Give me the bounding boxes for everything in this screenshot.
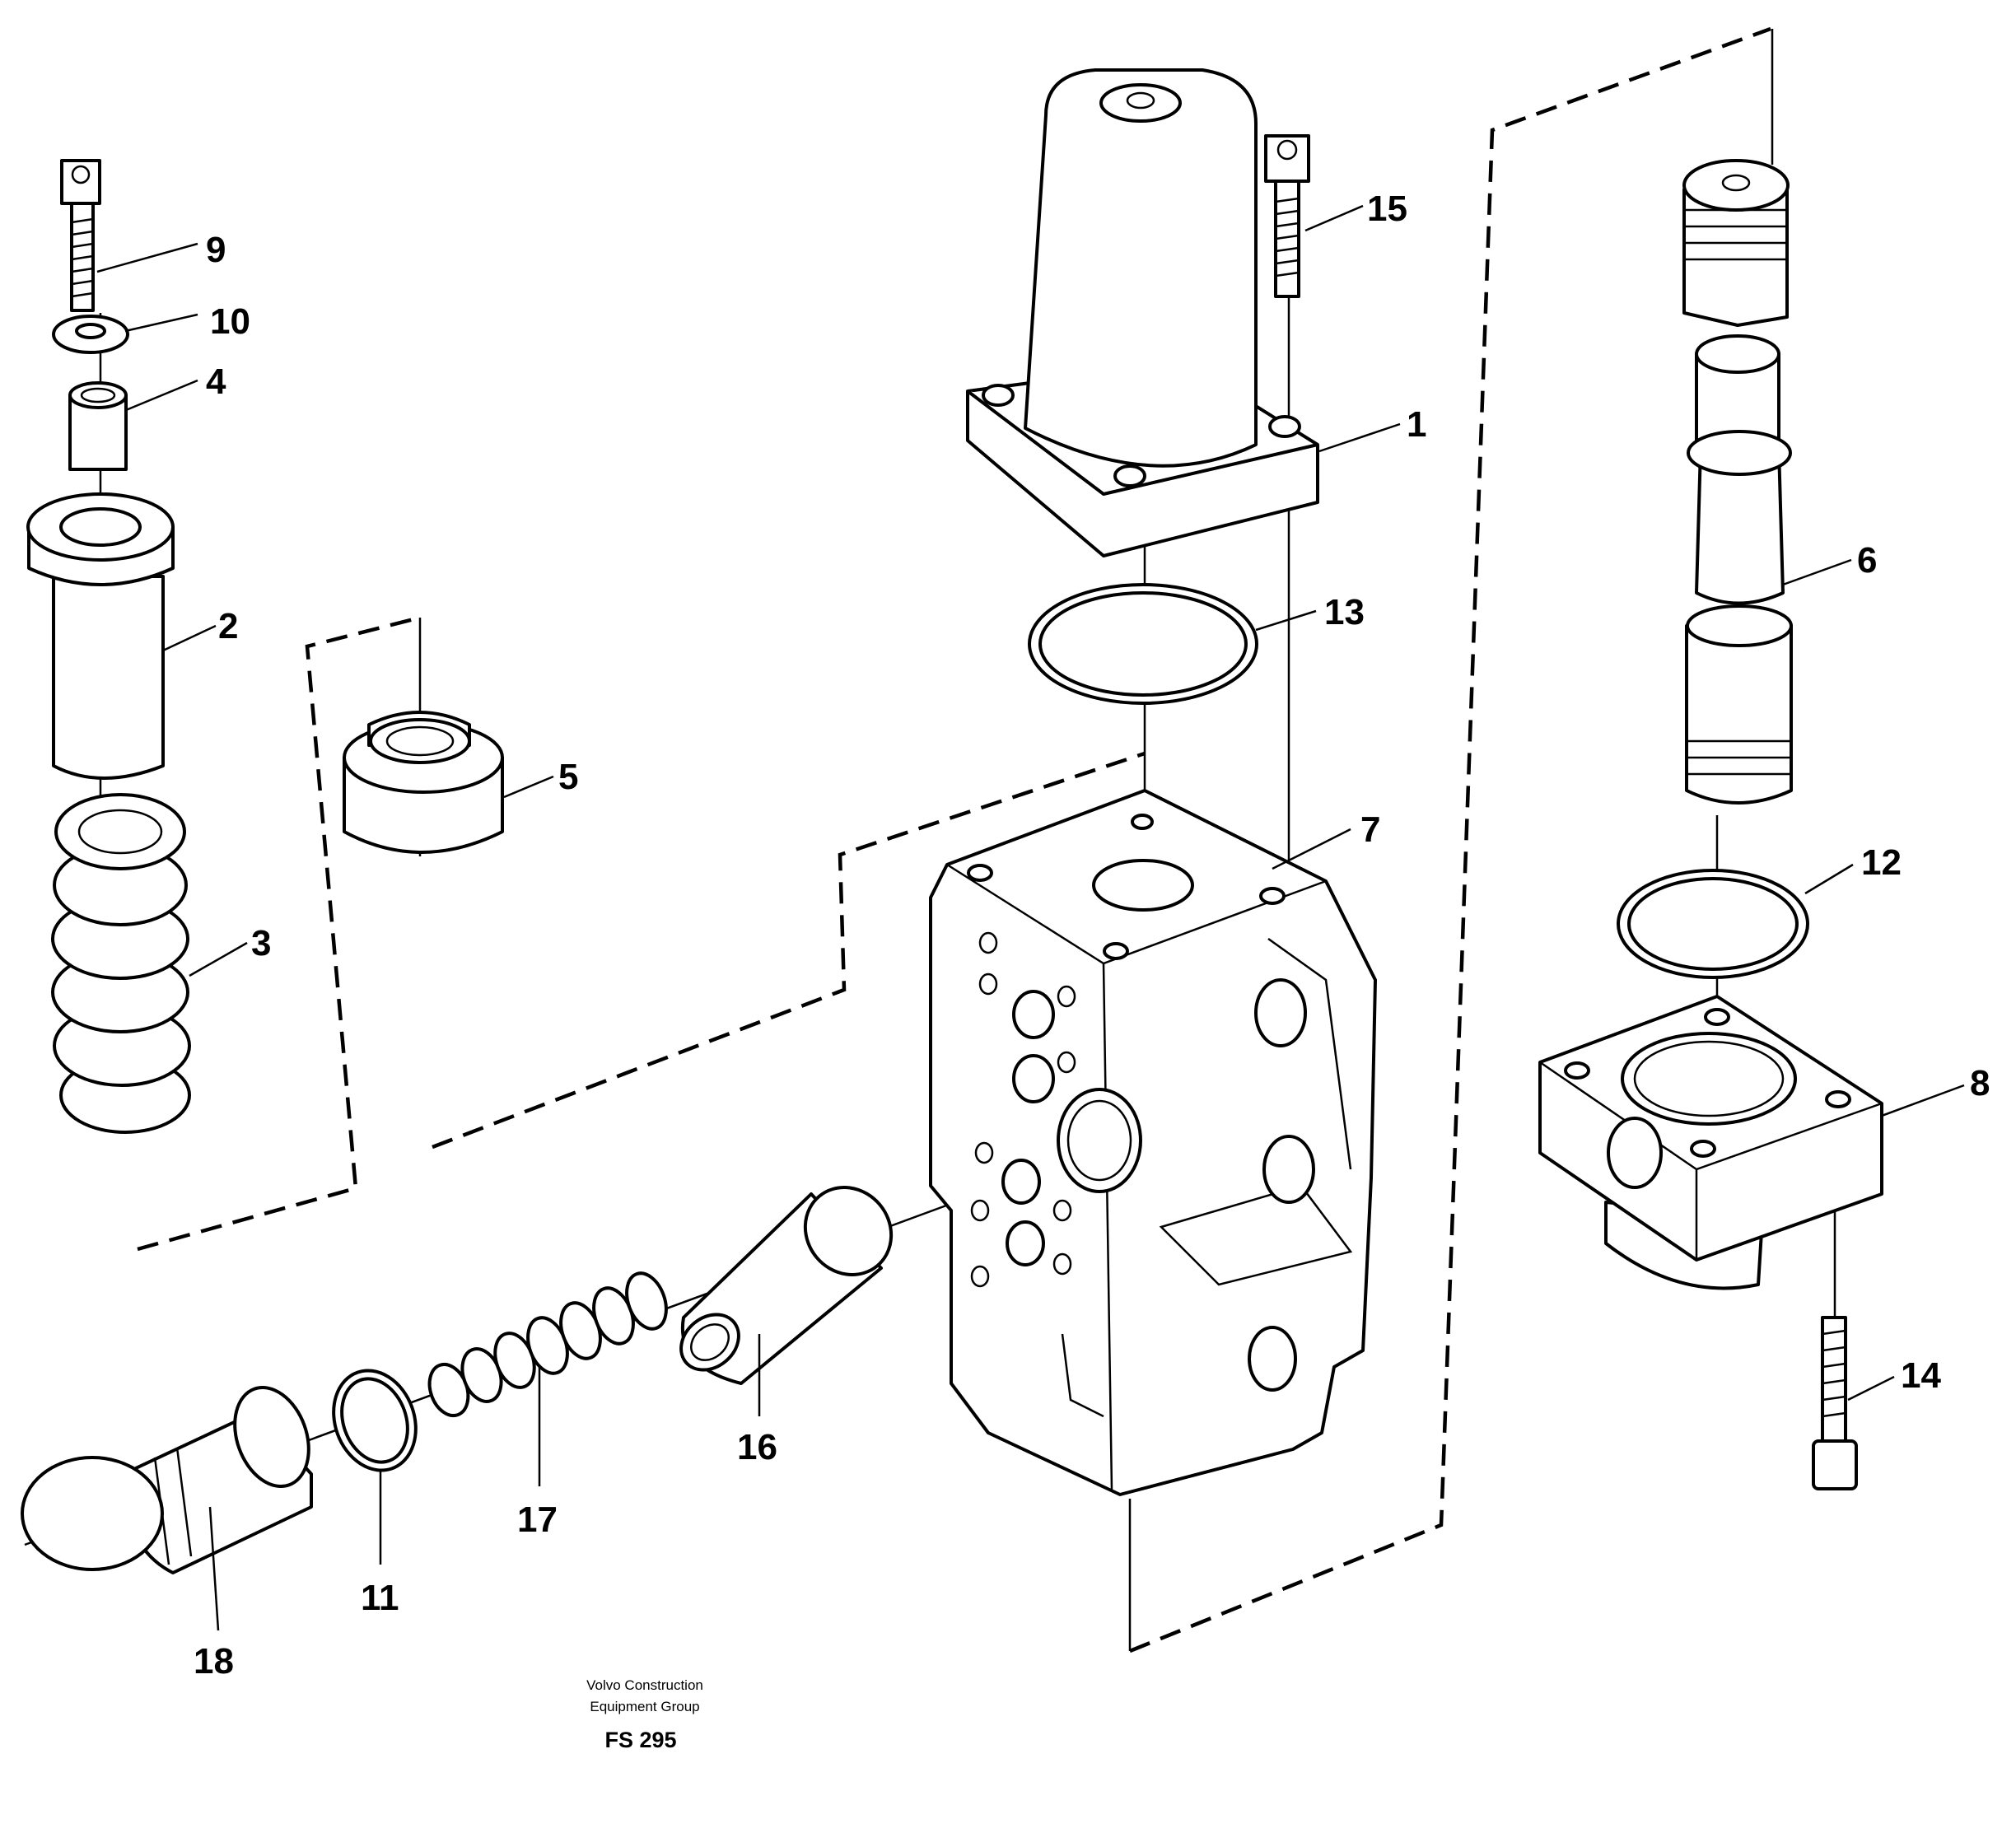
callout-14: 14 bbox=[1901, 1355, 1941, 1396]
callout-7: 7 bbox=[1360, 809, 1380, 850]
leader-4 bbox=[125, 379, 198, 412]
leader-5 bbox=[503, 775, 554, 799]
flange-part-8 bbox=[1538, 995, 1883, 1290]
callout-2: 2 bbox=[218, 606, 238, 646]
leader-18 bbox=[208, 1506, 220, 1631]
leader-14 bbox=[1847, 1375, 1895, 1402]
bolt-part-15 bbox=[1264, 134, 1310, 298]
caption-company-line1: Volvo Construction bbox=[586, 1677, 703, 1693]
o-ring-part-12 bbox=[1617, 869, 1809, 979]
o-ring-part-11 bbox=[332, 1369, 418, 1472]
callout-11: 11 bbox=[361, 1578, 399, 1618]
callout-3: 3 bbox=[251, 923, 271, 963]
callout-16: 16 bbox=[737, 1427, 777, 1467]
callout-13: 13 bbox=[1324, 592, 1365, 632]
leader-2 bbox=[162, 624, 217, 652]
leader-12 bbox=[1804, 863, 1854, 895]
leader-6 bbox=[1782, 558, 1852, 586]
leader-15 bbox=[1304, 204, 1364, 232]
small-spring-part-17 bbox=[427, 1271, 668, 1417]
assembly-line-right bbox=[1129, 26, 1771, 1653]
callout-5: 5 bbox=[558, 757, 578, 797]
bolt-part-14 bbox=[1812, 1316, 1858, 1490]
sleeve-part-16 bbox=[679, 1186, 894, 1385]
sleeve-part-4 bbox=[68, 381, 128, 471]
callout-9: 9 bbox=[206, 230, 226, 270]
leader-1 bbox=[1318, 422, 1401, 453]
callout-8: 8 bbox=[1970, 1063, 1990, 1103]
callout-4: 4 bbox=[206, 361, 226, 402]
callout-17: 17 bbox=[517, 1500, 558, 1540]
seat-part-5 bbox=[343, 711, 504, 854]
callout-12: 12 bbox=[1861, 842, 1902, 883]
valve-body-part-7 bbox=[929, 789, 1377, 1496]
callout-1: 1 bbox=[1407, 404, 1426, 445]
caption-company-line2: Equipment Group bbox=[590, 1699, 699, 1714]
callout-18: 18 bbox=[194, 1641, 234, 1681]
leader-10 bbox=[124, 313, 198, 333]
leader-8 bbox=[1881, 1084, 1965, 1117]
pilot-cap-part-1 bbox=[966, 68, 1319, 557]
assembly-line-center bbox=[432, 751, 1146, 1150]
spool-part-6 bbox=[1682, 159, 1793, 805]
coil-spring-part-3 bbox=[51, 793, 191, 1134]
leader-3 bbox=[189, 941, 248, 977]
assembly-line-left bbox=[137, 615, 421, 1252]
leader-13 bbox=[1255, 609, 1317, 632]
o-ring-part-13 bbox=[1028, 583, 1258, 705]
leader-7 bbox=[1272, 828, 1351, 870]
caption-figure-code: FS 295 bbox=[604, 1728, 676, 1752]
bolt-part-9 bbox=[60, 159, 101, 312]
callout-10: 10 bbox=[210, 301, 250, 342]
callout-15: 15 bbox=[1367, 189, 1407, 229]
spring-seat-part-2 bbox=[26, 492, 175, 780]
plug-part-18 bbox=[21, 1385, 313, 1574]
leader-9 bbox=[96, 242, 198, 273]
washer-part-10 bbox=[52, 315, 129, 354]
callout-6: 6 bbox=[1857, 540, 1877, 581]
